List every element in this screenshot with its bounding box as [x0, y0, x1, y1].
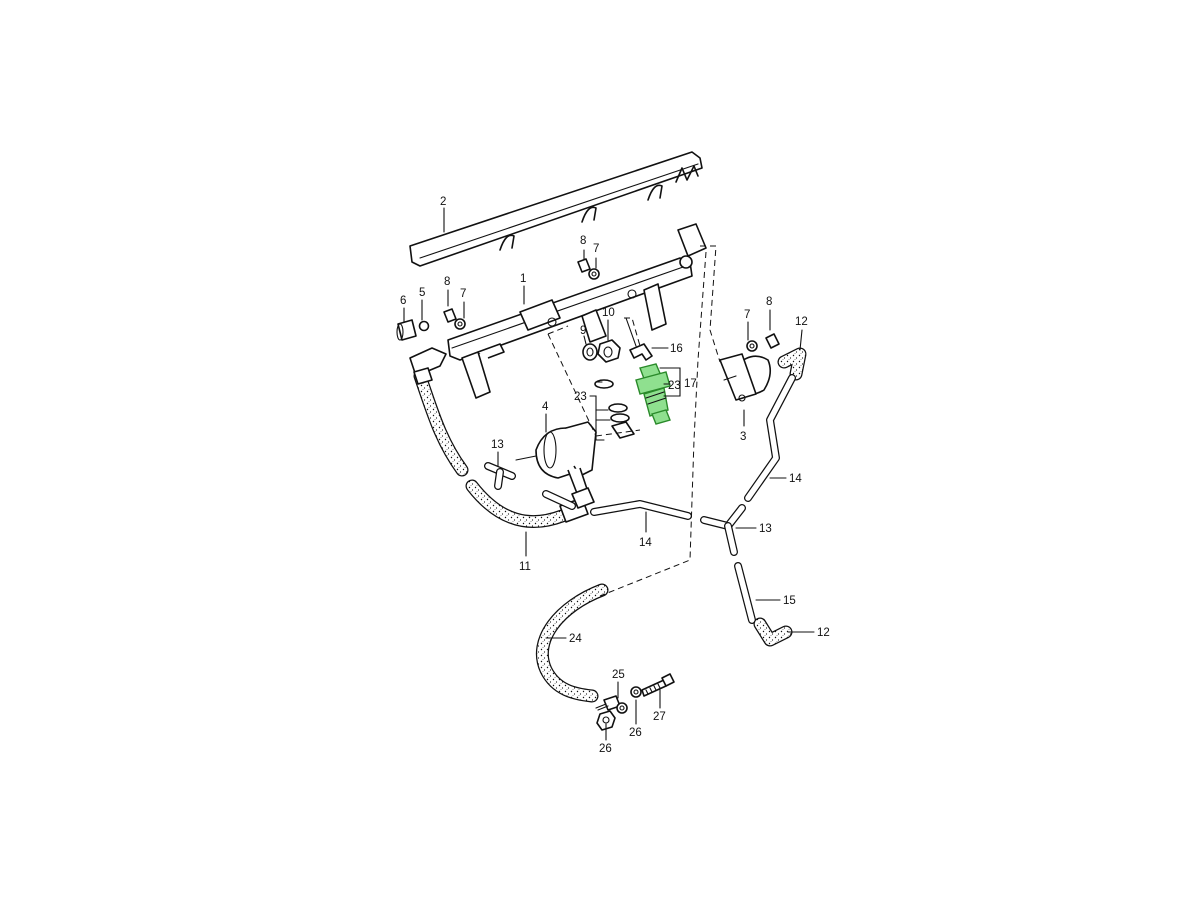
screw-washer-set-right[interactable]: [746, 333, 780, 352]
pressure-regulator-left-part[interactable]: [515, 421, 597, 497]
callout-7-left: 7: [460, 288, 466, 300]
callout-8-left: 8: [444, 276, 450, 288]
callout-12-lower: 12: [817, 627, 830, 639]
callout-9: 9: [580, 325, 586, 337]
return-hose-part[interactable]: [535, 583, 609, 703]
callout-24: 24: [569, 633, 582, 645]
callout-23-left: 23: [574, 391, 587, 403]
pressure-damper-right-part[interactable]: [719, 353, 772, 402]
washer-part-right[interactable]: [630, 686, 642, 698]
callout-16: 16: [670, 343, 683, 355]
leader-lines: [403, 207, 815, 741]
pipe-segment-part[interactable]: [734, 562, 756, 624]
t-piece-left-part[interactable]: [484, 462, 516, 490]
o-ring-set-part[interactable]: [594, 379, 635, 439]
callout-26-left: 26: [599, 743, 612, 755]
cap-nut-part[interactable]: [396, 319, 417, 341]
callout-15: 15: [783, 595, 796, 607]
callout-6: 6: [400, 295, 406, 307]
callout-17: 17: [684, 378, 697, 390]
callout-13-right: 13: [759, 523, 772, 535]
vacuum-hose-lower-right-part[interactable]: [753, 617, 793, 647]
callout-3: 3: [740, 431, 746, 443]
callout-23-right: 23: [668, 380, 681, 392]
callout-5: 5: [419, 287, 425, 299]
callout-12-upper: 12: [795, 316, 808, 328]
callout-2: 2: [440, 196, 446, 208]
fuel-rail-part[interactable]: [447, 223, 707, 399]
callout-14-middle: 14: [639, 537, 652, 549]
seal-ring-part[interactable]: [582, 343, 598, 361]
retaining-clip-part[interactable]: [625, 317, 653, 361]
callout-11: 11: [519, 561, 531, 573]
assembly-lines: [547, 245, 721, 597]
washer-part-left[interactable]: [616, 702, 628, 714]
callout-labels: 2 1 6 5 8 7 8 7 9 10 16 23 23 17 4 13 11…: [400, 196, 830, 755]
callout-25: 25: [612, 669, 625, 681]
callout-7-middle: 7: [593, 243, 599, 255]
hex-nut-part[interactable]: [597, 339, 621, 363]
callout-13-left: 13: [491, 439, 504, 451]
screw-washer-set-middle[interactable]: [577, 258, 600, 280]
callout-27: 27: [653, 711, 666, 723]
screw-washer-set-left[interactable]: [443, 308, 466, 330]
vacuum-hose-upper-right-part[interactable]: [777, 347, 807, 381]
callout-26-right: 26: [629, 727, 642, 739]
vacuum-pipe-middle-part[interactable]: [590, 500, 692, 520]
nut-part-lower[interactable]: [596, 710, 616, 731]
cover-plate-part[interactable]: [409, 151, 703, 267]
vacuum-pipe-right-part[interactable]: [744, 374, 796, 502]
callout-10: 10: [602, 307, 615, 319]
callout-1: 1: [520, 273, 526, 285]
callout-8-middle: 8: [580, 235, 586, 247]
sealing-ring-part[interactable]: [418, 320, 430, 332]
callout-7-right: 7: [744, 309, 750, 321]
y-piece-right-part[interactable]: [700, 504, 746, 556]
callout-14-right: 14: [789, 473, 802, 485]
fuel-injector-part[interactable]: [635, 363, 671, 425]
fuel-hose-left-part[interactable]: [409, 347, 595, 529]
callout-8-right: 8: [766, 296, 772, 308]
bolt-part[interactable]: [641, 673, 675, 697]
callout-4: 4: [542, 401, 549, 413]
